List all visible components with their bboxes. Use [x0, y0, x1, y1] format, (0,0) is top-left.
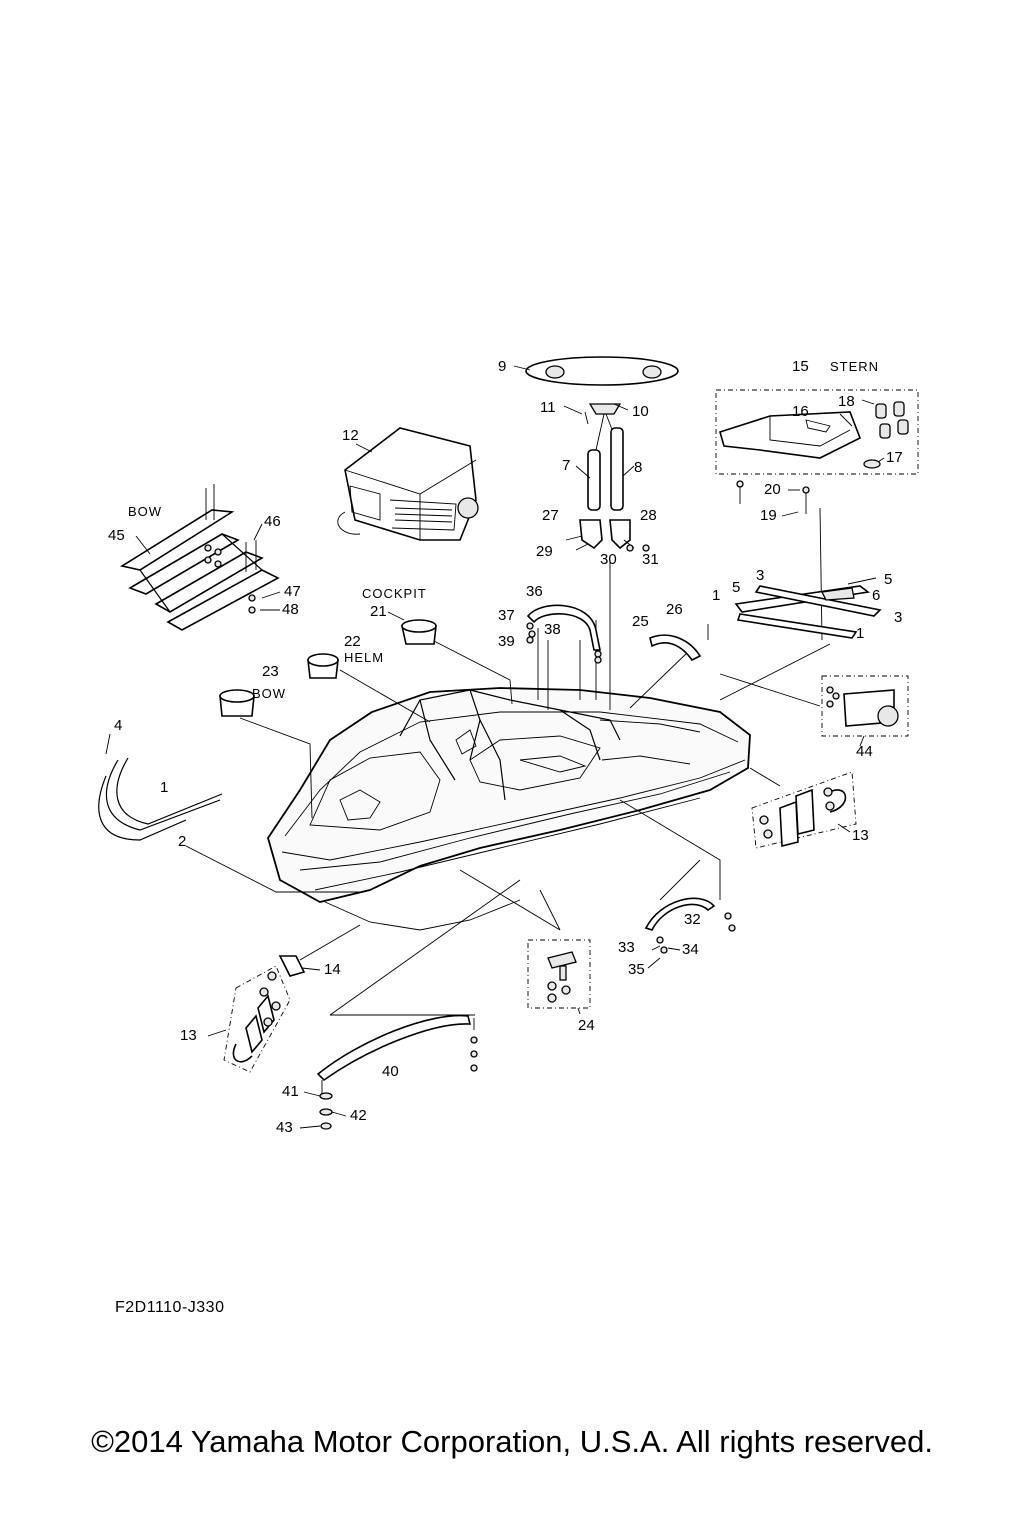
- figure-code: F2D1110-J330: [115, 1299, 225, 1316]
- stern-assembly: [715, 389, 919, 514]
- pole-brackets: [565, 519, 650, 552]
- callout-42: 42: [350, 1107, 367, 1124]
- caption-bow-cup: BOW: [252, 686, 286, 701]
- callout-41: 41: [282, 1083, 299, 1100]
- leader-lines: [185, 507, 831, 1016]
- callout-29: 29: [536, 543, 553, 560]
- callout-5-right: 5: [884, 571, 892, 588]
- callout-11: 11: [540, 399, 556, 416]
- callout-26: 26: [666, 601, 683, 618]
- callout-12: 12: [342, 427, 359, 444]
- callout-2: 2: [178, 833, 186, 850]
- stern-rails: [734, 577, 882, 639]
- callout-23: 23: [262, 663, 279, 680]
- callout-30: 30: [600, 551, 617, 568]
- drain-plug-24: [527, 939, 591, 1009]
- callout-7: 7: [562, 457, 570, 474]
- callout-24: 24: [578, 1017, 595, 1034]
- callout-5-left: 5: [732, 579, 740, 596]
- tower-poles: [575, 427, 635, 511]
- bracket-14: [278, 955, 306, 977]
- stern-fitting-44: [821, 675, 909, 737]
- callout-9: 9: [498, 358, 506, 375]
- callout-13-right: 13: [852, 827, 869, 844]
- callout-38: 38: [544, 621, 561, 638]
- strap-25: [649, 624, 709, 662]
- callout-3-right: 3: [894, 609, 902, 626]
- tie-down-13-right: [751, 771, 857, 849]
- caption-stern: STERN: [830, 359, 879, 374]
- callout-34: 34: [682, 941, 699, 958]
- callout-33: 33: [618, 939, 635, 956]
- callout-35: 35: [628, 961, 645, 978]
- callout-46: 46: [264, 513, 281, 530]
- callout-17: 17: [886, 449, 903, 466]
- callout-8: 8: [634, 459, 642, 476]
- boat-hull: [267, 687, 751, 931]
- callout-21: 21: [370, 603, 387, 620]
- callout-1-rail-left: 1: [712, 587, 720, 604]
- caption-cockpit: COCKPIT: [362, 586, 427, 601]
- callout-3-top: 3: [756, 567, 764, 584]
- caption-helm: HELM: [344, 650, 384, 665]
- caption-bow-rack: BOW: [128, 504, 162, 519]
- callout-10: 10: [632, 403, 649, 420]
- trim-strips: [98, 733, 223, 841]
- callout-13-left: 13: [180, 1027, 197, 1044]
- callout-1-rail-right: 1: [856, 625, 864, 642]
- callout-4: 4: [114, 717, 122, 734]
- callout-47: 47: [284, 583, 301, 600]
- callout-48: 48: [282, 601, 299, 618]
- grab-bar-32: [644, 897, 736, 954]
- bow-rack: [119, 484, 280, 631]
- callout-39: 39: [498, 633, 515, 650]
- tower-cap-assembly: [525, 356, 679, 451]
- callout-1-trim: 1: [160, 779, 168, 796]
- callout-36: 36: [526, 583, 543, 600]
- callout-43: 43: [276, 1119, 293, 1136]
- tie-down-13-left: [223, 965, 291, 1073]
- callout-25: 25: [632, 613, 649, 630]
- callout-6: 6: [872, 587, 880, 604]
- grab-bar-36: [526, 604, 602, 664]
- callout-44: 44: [856, 743, 873, 760]
- callout-18: 18: [838, 393, 855, 410]
- callout-19: 19: [760, 507, 777, 524]
- callout-14: 14: [324, 961, 341, 978]
- callout-labels: 1 1 1 2 3 3 4 5 5 6 7 8 9 10 11 12 13 13…: [108, 358, 903, 1136]
- callout-37: 37: [498, 607, 515, 624]
- callout-20: 20: [764, 481, 781, 498]
- callout-45: 45: [108, 527, 125, 544]
- callout-31: 31: [642, 551, 659, 568]
- cooler: [337, 427, 479, 541]
- callout-22: 22: [344, 633, 361, 650]
- callout-28: 28: [640, 507, 657, 524]
- callout-40: 40: [382, 1063, 399, 1080]
- callout-27: 27: [542, 507, 559, 524]
- callout-16: 16: [792, 403, 809, 420]
- callout-ticks: [135, 365, 885, 1129]
- callout-15: 15: [792, 358, 809, 375]
- cup-holders: [219, 619, 437, 717]
- callout-32: 32: [684, 911, 701, 928]
- copyright-notice: ©2014 Yamaha Motor Corporation, U.S.A. A…: [91, 1424, 933, 1459]
